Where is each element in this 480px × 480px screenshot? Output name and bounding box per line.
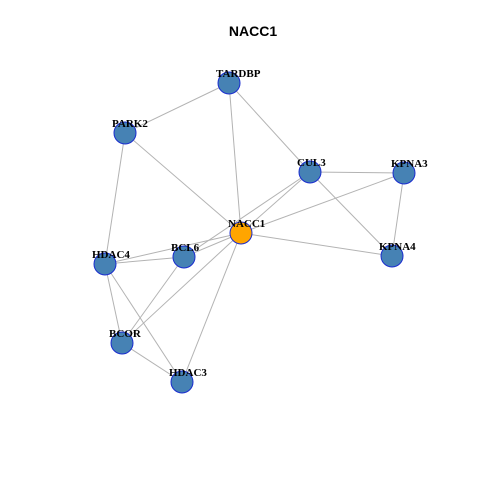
diagram-title: NACC1 <box>229 23 277 39</box>
node-label-hdac3: HDAC3 <box>169 367 207 379</box>
edge-nacc1-bcor <box>121 232 242 344</box>
edge-cul3-kpna3 <box>309 171 405 174</box>
edge-tardbp-nacc1 <box>228 82 242 234</box>
edge-hdac4-bcl6 <box>104 256 185 265</box>
node-bcl6[interactable] <box>172 245 196 269</box>
node-bcor[interactable] <box>110 331 134 355</box>
node-label-bcl6: BCL6 <box>171 242 200 254</box>
node-layer <box>93 71 416 394</box>
node-label-nacc1: NACC1 <box>228 218 265 230</box>
node-park2[interactable] <box>113 121 137 145</box>
edge-cul3-nacc1 <box>240 171 311 234</box>
edge-cul3-kpna4 <box>309 171 393 257</box>
edge-cul3-bcl6 <box>183 171 311 258</box>
node-label-park2: PARK2 <box>112 118 148 130</box>
node-hdac4[interactable] <box>93 252 117 276</box>
node-label-tardbp: TARDBP <box>216 68 261 80</box>
node-label-kpna3: KPNA3 <box>391 158 428 170</box>
edge-layer <box>104 82 405 383</box>
node-cul3[interactable] <box>298 160 322 184</box>
node-label-bcor: BCOR <box>109 328 142 340</box>
node-label-kpna4: KPNA4 <box>379 241 416 253</box>
edge-park2-nacc1 <box>124 132 242 234</box>
edge-kpna3-nacc1 <box>240 172 405 234</box>
edge-park2-hdac4 <box>104 132 126 265</box>
node-nacc1[interactable] <box>229 221 253 245</box>
edge-hdac4-bcor <box>104 263 123 344</box>
node-hdac3[interactable] <box>170 370 194 394</box>
edge-tardbp-cul3 <box>228 82 311 173</box>
node-kpna4[interactable] <box>380 244 404 268</box>
edge-nacc1-kpna4 <box>240 232 393 257</box>
edge-kpna3-kpna4 <box>391 172 405 257</box>
node-label-hdac4: HDAC4 <box>92 249 130 261</box>
edge-bcl6-bcor <box>121 256 185 344</box>
edge-nacc1-hdac4 <box>104 232 242 265</box>
node-kpna3[interactable] <box>392 161 416 185</box>
edge-tardbp-park2 <box>124 82 230 134</box>
edge-bcor-hdac3 <box>121 342 183 383</box>
edge-nacc1-hdac3 <box>181 232 242 383</box>
node-tardbp[interactable] <box>217 71 241 95</box>
edge-hdac4-hdac3 <box>104 263 183 383</box>
node-label-cul3: CUL3 <box>297 157 326 169</box>
